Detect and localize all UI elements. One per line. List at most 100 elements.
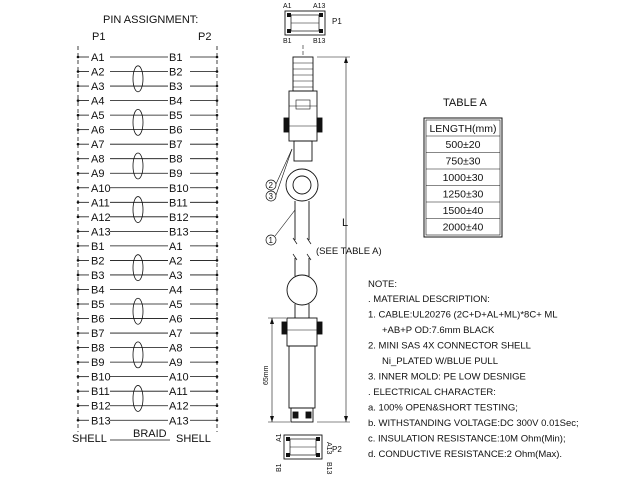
callout-1: 1 [269, 236, 274, 245]
p1-face-a13: A13 [313, 3, 326, 10]
note-line: +AB+P OD:7.6mm BLACK [382, 325, 495, 336]
twisted-pair-marker [132, 108, 144, 136]
pin-left-label: A5 [91, 110, 104, 122]
pin-left-label: B4 [91, 284, 104, 296]
twisted-pair-marker [132, 196, 144, 223]
table-a-cell: 1500±40 [443, 205, 484, 217]
pin-right-label: A10 [169, 372, 189, 384]
pin-assignment-title: PIN ASSIGNMENT: [103, 14, 198, 26]
note-line: . MATERIAL DESCRIPTION: [368, 294, 490, 305]
pin-right-label: B1 [169, 52, 182, 64]
p1-face-b13: B13 [313, 38, 326, 45]
pin-left-label: B3 [91, 270, 104, 282]
pin-left-label: A4 [91, 96, 104, 108]
pin-right-label: B7 [169, 139, 182, 151]
pin-right-label: A4 [169, 284, 182, 296]
pin-row: A4 B4 [76, 96, 219, 108]
pin-left-label: A6 [91, 125, 104, 137]
pin-right-label: A7 [169, 328, 182, 340]
twisted-pair-marker [132, 385, 144, 412]
twisted-pair-marker [132, 254, 144, 282]
p1-face-b1: B1 [283, 38, 292, 45]
pin-right-label: B4 [169, 96, 182, 108]
pin-left-label: B13 [91, 415, 111, 427]
pin-right-label: B10 [169, 183, 189, 195]
pin-row: B10 A10 [76, 372, 219, 384]
pin-left-label: A7 [91, 139, 104, 151]
p2-face-a1: A1 [276, 433, 283, 442]
pin-row: A2 B2 [76, 67, 219, 79]
connector-p1-face: A1 A13 B1 B13 P1 [283, 3, 342, 45]
note-line: . ELECTRICAL CHARACTER: [368, 387, 496, 398]
pin-right-label: B5 [169, 110, 182, 122]
note-lines: . MATERIAL DESCRIPTION: 1. CABLE:UL20276 … [368, 294, 579, 460]
pin-left-label: A2 [91, 67, 104, 79]
notes-title: NOTE: [368, 279, 397, 290]
note-line: Ni_PLATED W/BLUE PULL [382, 356, 498, 367]
note-line: 2. MINI SAS 4X CONNECTOR SHELL [368, 341, 531, 352]
table-a-cell: 500±20 [446, 139, 481, 151]
twisted-pair-marker [132, 152, 144, 180]
pin-left-label: B11 [91, 386, 110, 398]
pin-left-label: B6 [91, 314, 104, 326]
pin-left-label: A12 [91, 212, 111, 224]
p2-face-b13: B13 [325, 462, 332, 475]
callout-3: 3 [269, 192, 274, 201]
pin-right-label: A3 [169, 270, 182, 282]
pin-right-label: B13 [169, 226, 189, 238]
table-a-cell: 1250±30 [443, 189, 484, 201]
pin-row: B3 A3 [76, 270, 219, 282]
pin-left-label: A1 [91, 52, 104, 64]
pin-right-label: A9 [169, 357, 182, 369]
pin-row: B11 A11 [76, 386, 219, 398]
table-a-header: LENGTH(mm) [429, 123, 496, 135]
notes: NOTE: . MATERIAL DESCRIPTION: 1. CABLE:UL… [368, 279, 579, 460]
note-line: a. 100% OPEN&SHORT TESTING; [368, 403, 518, 414]
table-a-cell: 1000±30 [443, 172, 484, 184]
shell-right-label: SHELL [176, 433, 211, 445]
note-line: b. WITHSTANDING VOLTAGE:DC 300V 0.01Sec; [368, 418, 579, 429]
pin-left-label: A13 [91, 226, 111, 238]
twisted-pair-marker [132, 65, 144, 93]
cable-side-view [265, 45, 350, 423]
pin-left-label: A8 [91, 154, 104, 166]
pin-right-label: B8 [169, 154, 182, 166]
pin-row: A8 B8 [76, 154, 219, 166]
p2-face-label: P2 [332, 445, 342, 454]
table-a-cell: 2000±40 [443, 222, 484, 234]
pin-right-label: A13 [169, 415, 189, 427]
note-line: 1. CABLE:UL20276 (2C+D+AL+ML)*8C+ ML [368, 310, 558, 321]
pin-left-label: A11 [91, 197, 110, 209]
note-line: c. INSULATION RESISTANCE:10M Ohm(Min); [368, 434, 566, 445]
see-table-a-label: (SEE TABLE A) [316, 246, 382, 257]
pin-left-label: B1 [91, 241, 104, 253]
table-a: TABLE A LENGTH(mm) 500±20750±301000±3012… [423, 97, 503, 238]
pin-left-label: B10 [91, 372, 111, 384]
dimension-65mm: 65mm [263, 365, 270, 385]
p1-face-a1: A1 [283, 3, 292, 10]
twisted-pair-marker [132, 297, 144, 325]
pin-right-label: B2 [169, 67, 182, 79]
p1-header: P1 [92, 31, 105, 43]
pin-row: B9 A9 [76, 357, 219, 369]
pin-right-label: B3 [169, 81, 182, 93]
pin-right-label: A6 [169, 314, 182, 326]
braid-label: BRAID [133, 428, 167, 440]
pin-right-label: A11 [169, 386, 188, 398]
pin-row: B13 A13 [76, 415, 219, 427]
pin-left-label: B9 [91, 357, 104, 369]
shell-left-label: SHELL [72, 433, 107, 445]
pin-left-label: B5 [91, 299, 104, 311]
pin-row: A1 B1 [76, 52, 219, 64]
